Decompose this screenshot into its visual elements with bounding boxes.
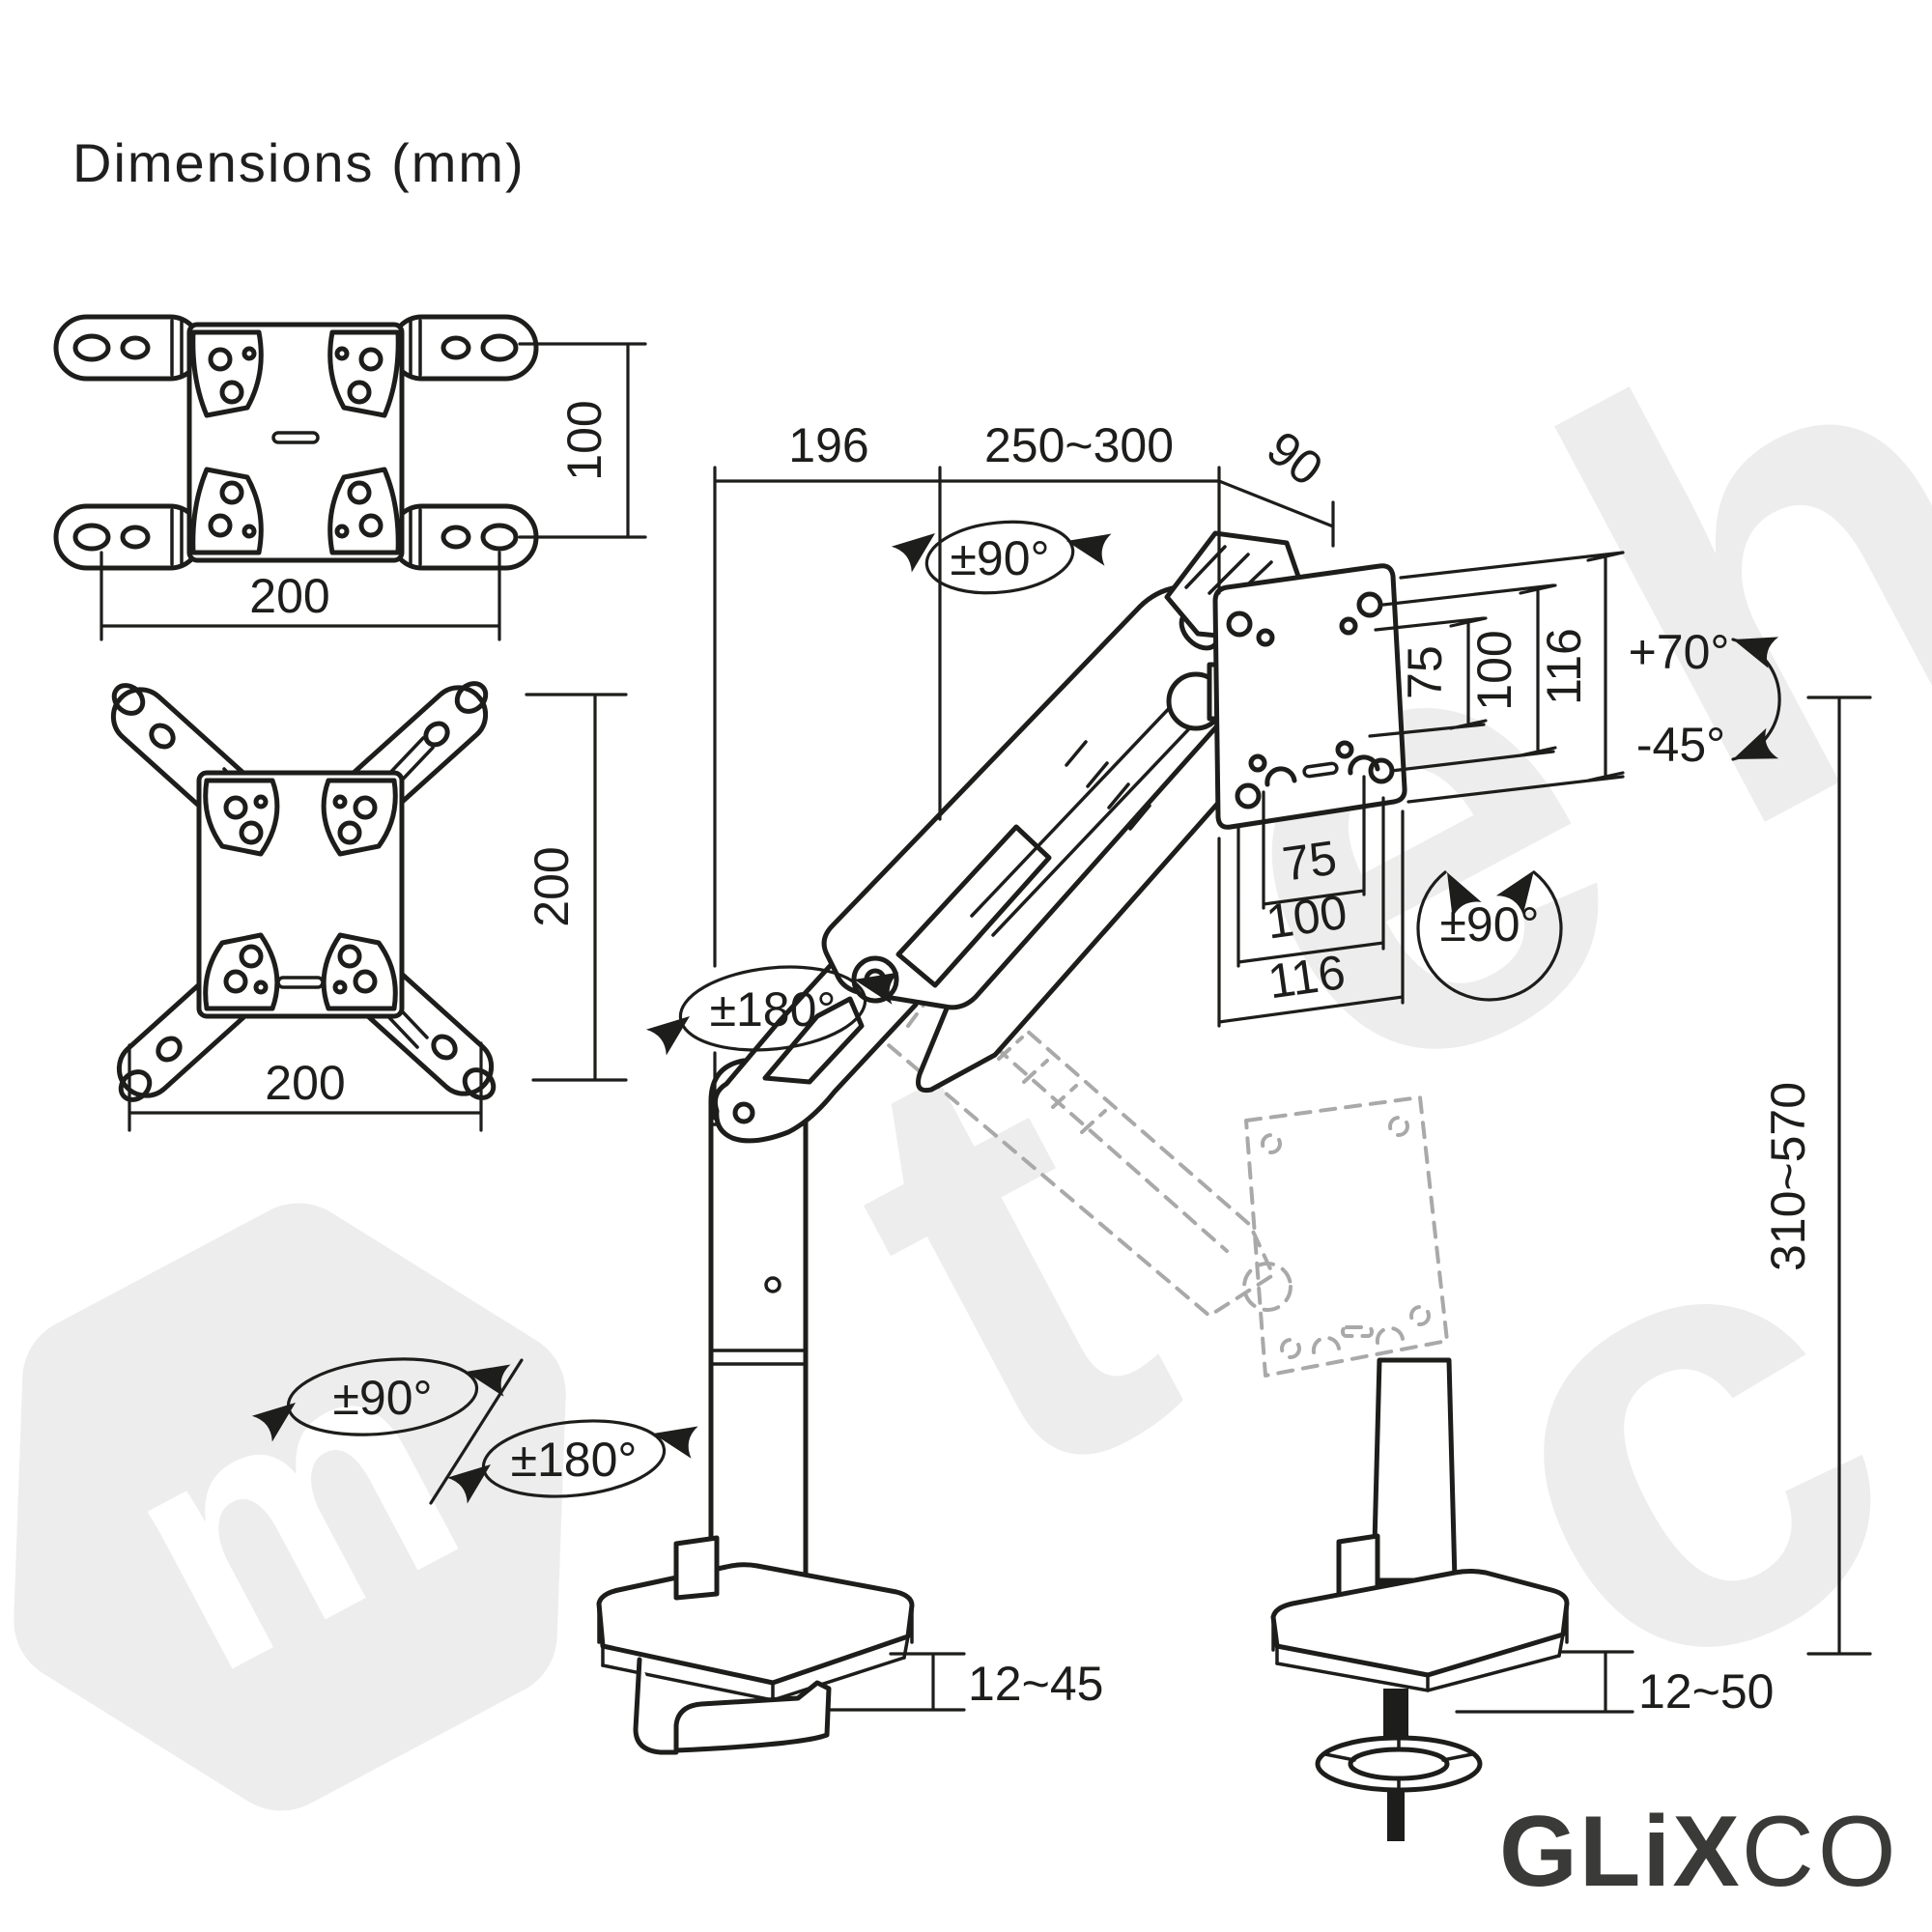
callout-arm-rotation: ±180°: [645, 963, 899, 1056]
label-head-swivel: ±90°: [950, 531, 1049, 585]
dim-label-12-50: 12~50: [1638, 1664, 1774, 1719]
dim-adapter-top-width: 200: [99, 551, 501, 641]
dim-height-range: 310~570: [1761, 696, 1872, 1656]
adapter-brackets: [190, 329, 401, 555]
dimension-annotations: 196 250~300 90 ±90° ±180° 75 100 116: [251, 418, 1872, 1719]
glixco-logo: GLiXCO: [1499, 1796, 1900, 1908]
label-arm-rotation: ±180°: [710, 982, 837, 1037]
dim-grommet-thickness: 12~50: [1455, 1650, 1774, 1719]
callout-head-swivel: ±90°: [891, 520, 1112, 595]
dim-label-90: 90: [1257, 420, 1332, 496]
dim-label-v116: 116: [1537, 628, 1591, 705]
logo-light-part: CO: [1742, 1796, 1900, 1908]
dim-label-196: 196: [788, 418, 868, 472]
dim-adapter-x-width: 200: [128, 1041, 483, 1132]
clamp-base: [596, 1535, 915, 1755]
dim-label-v100: 100: [1467, 630, 1521, 710]
label-tilt-up: +70°: [1629, 625, 1730, 679]
dim-clamp-thickness: 12~45: [829, 1652, 1103, 1712]
callout-vesa-rotation: ±90°: [1416, 861, 1563, 1002]
arm-upper-link: [821, 573, 1297, 1094]
dim-label-h116: 116: [1264, 945, 1349, 1009]
label-tilt-down: -45°: [1636, 718, 1725, 772]
dim-label-h100: 100: [1263, 885, 1350, 950]
dim-label-310-570: 310~570: [1761, 1082, 1815, 1271]
callout-tilt: +70° -45°: [1629, 623, 1781, 775]
dim-label-h75: 75: [1279, 831, 1340, 892]
adapter-x-brackets: [203, 778, 398, 1011]
dim-label-250-300: 250~300: [984, 418, 1174, 472]
dim-label-v75: 75: [1398, 645, 1452, 699]
dim-adapter-x-height: 200: [525, 693, 628, 1082]
label-vesa-rotation: ±90°: [1439, 897, 1539, 952]
grommet-base: [1270, 1357, 1570, 1841]
dim-label-12-45: 12~45: [968, 1657, 1103, 1711]
dim-vesa-horizontal: 75 100 116: [1217, 775, 1405, 1028]
monitor-arm-drawing: [596, 530, 1570, 1841]
dim-adapter-top-height: 100: [518, 342, 647, 539]
page-title: Dimensions (mm): [72, 132, 526, 193]
dim-label-200: 200: [249, 569, 329, 623]
label-base-rotation: ±180°: [511, 1433, 638, 1487]
vesa-plate: [1212, 563, 1407, 830]
logo-bold-part: GLiX: [1499, 1796, 1742, 1908]
dim-label-200-v: 200: [525, 846, 579, 926]
callout-base-swivel: ±90° ±180°: [251, 1355, 698, 1505]
vesa-adapter-top-drawing: 100 200: [53, 314, 647, 641]
label-base-swivel: ±90°: [332, 1371, 432, 1425]
adapter-slot: [271, 431, 320, 444]
vesa-adapter-x-drawing: 200 200: [110, 681, 628, 1132]
dim-vesa-vertical: 75 100 116: [1368, 551, 1625, 804]
dim-label-100: 100: [557, 400, 611, 480]
dim-label-200-h: 200: [265, 1056, 345, 1110]
montech-hexagon-icon: [14, 1203, 566, 1811]
